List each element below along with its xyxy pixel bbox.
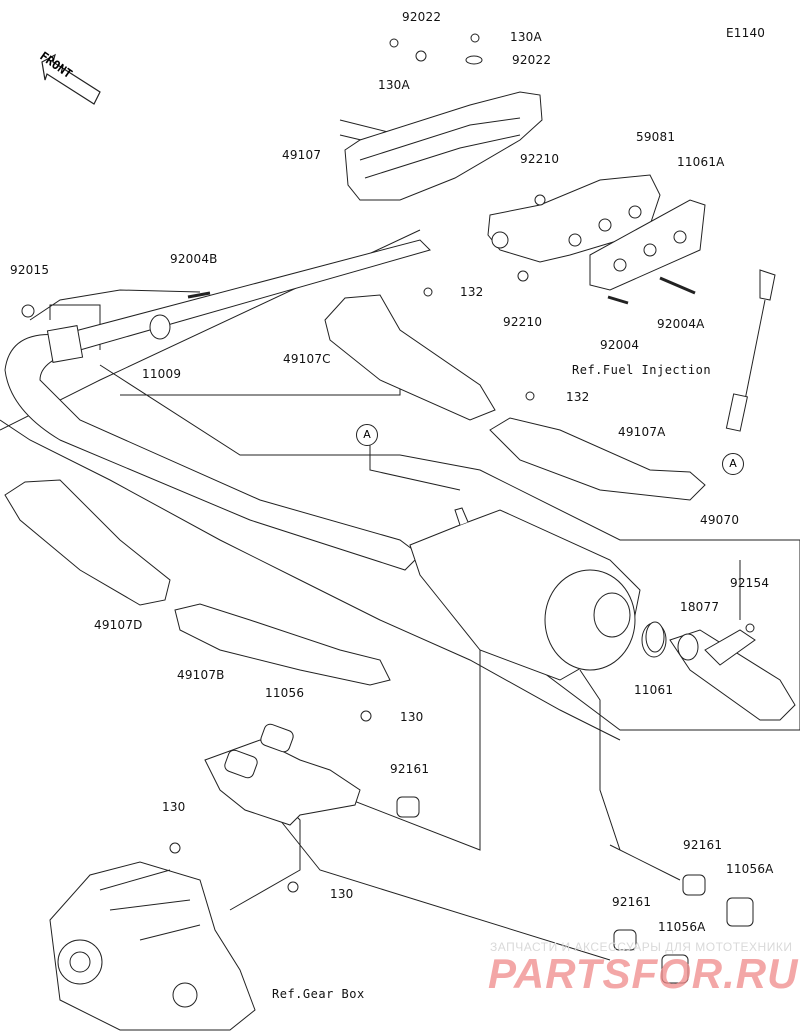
part-label-92022-b: 92022: [512, 53, 552, 67]
muffler: [409, 507, 667, 681]
part-label-92004: 92004: [600, 338, 640, 352]
damper-92161-2: [682, 874, 706, 896]
bolt-130a-2: [470, 33, 480, 43]
part-label-18077: 18077: [680, 600, 720, 614]
part-label-92161-3: 92161: [612, 895, 652, 909]
part-label-130a-2: 130A: [510, 30, 542, 44]
part-label-11056a-2: 11056A: [658, 920, 706, 934]
stud-92004b: [187, 291, 211, 299]
part-label-49107c: 49107C: [283, 352, 331, 366]
front-exhaust-pipe: [4, 239, 431, 571]
part-label-11061: 11061: [634, 683, 674, 697]
gasket-11061: [645, 621, 665, 653]
part-label-92022-a: 92022: [402, 10, 442, 24]
damper-11056a-2: [661, 954, 689, 984]
tail-pipe-18077: [669, 629, 796, 721]
gear-box: [49, 861, 256, 1031]
bolt-132-1: [423, 287, 433, 297]
part-label-130-2: 130: [162, 800, 186, 814]
part-label-11056: 11056: [265, 686, 305, 700]
nut-92015: [21, 304, 35, 318]
watermark-logo: PARTSFOR.RU: [488, 950, 799, 997]
bolt-132-2: [525, 391, 535, 401]
heat-shield-49107d: [4, 479, 171, 606]
ref-gear-box: Ref.Gear Box: [272, 987, 365, 1001]
heat-shield-49107a: [489, 417, 706, 501]
bolt-130-2: [169, 842, 181, 854]
front-arrow-icon: [41, 53, 101, 105]
part-label-132-b: 132: [566, 390, 590, 404]
part-label-49107: 49107: [282, 148, 322, 162]
washer-92022-1: [415, 50, 427, 62]
part-label-92210-b: 92210: [503, 315, 543, 329]
part-label-49107d: 49107D: [94, 618, 143, 632]
part-label-92004a: 92004A: [657, 317, 705, 331]
part-label-130a-1: 130A: [378, 78, 410, 92]
part-label-49070: 49070: [700, 513, 740, 527]
part-label-92161-2: 92161: [683, 838, 723, 852]
bolt-130-1: [360, 710, 372, 722]
part-label-11056a-1: 11056A: [726, 862, 774, 876]
damper-92161-3: [613, 929, 637, 951]
gasket-11061a: [589, 199, 706, 291]
part-label-92161-1: 92161: [390, 762, 430, 776]
heat-shield-49107: [344, 91, 543, 201]
nut-92210-2: [517, 270, 529, 282]
oxygen-sensor: [725, 269, 776, 432]
callout-a-left: A: [356, 424, 378, 446]
part-label-132-a: 132: [460, 285, 484, 299]
part-label-59081: 59081: [636, 130, 676, 144]
heat-shield-49107c: [324, 294, 496, 421]
part-label-92154: 92154: [730, 576, 770, 590]
damper-11056a-1: [726, 897, 754, 927]
heat-shield-49107b: [174, 603, 391, 686]
ref-fuel-injection: Ref.Fuel Injection: [572, 363, 712, 377]
bolt-130-3: [287, 881, 299, 893]
watermark-tagline: ЗАПЧАСТИ И АКСЕССУАРЫ ДЛЯ МОТОТЕХНИКИ: [490, 940, 793, 954]
muffler-bracket: [204, 723, 361, 826]
part-label-11009: 11009: [142, 367, 182, 381]
callout-a-right: A: [722, 453, 744, 475]
washer-92022-2: [465, 55, 483, 65]
part-label-130-3: 130: [330, 887, 354, 901]
part-label-92015: 92015: [10, 263, 50, 277]
part-label-11061a: 11061A: [677, 155, 725, 169]
part-label-92004b: 92004B: [170, 252, 218, 266]
part-label-130-1: 130: [400, 710, 424, 724]
part-label-49107a: 49107A: [618, 425, 666, 439]
diagram-code: E1140: [726, 26, 766, 40]
stud-92004: [607, 295, 629, 305]
bolt-130a-1: [389, 38, 399, 48]
nut-92210-1: [534, 194, 546, 206]
damper-92161-1: [396, 796, 420, 818]
stud-92004a: [659, 276, 696, 295]
part-label-49107b: 49107B: [177, 668, 225, 682]
bolt-92154: [745, 623, 755, 633]
part-label-92210-a: 92210: [520, 152, 560, 166]
